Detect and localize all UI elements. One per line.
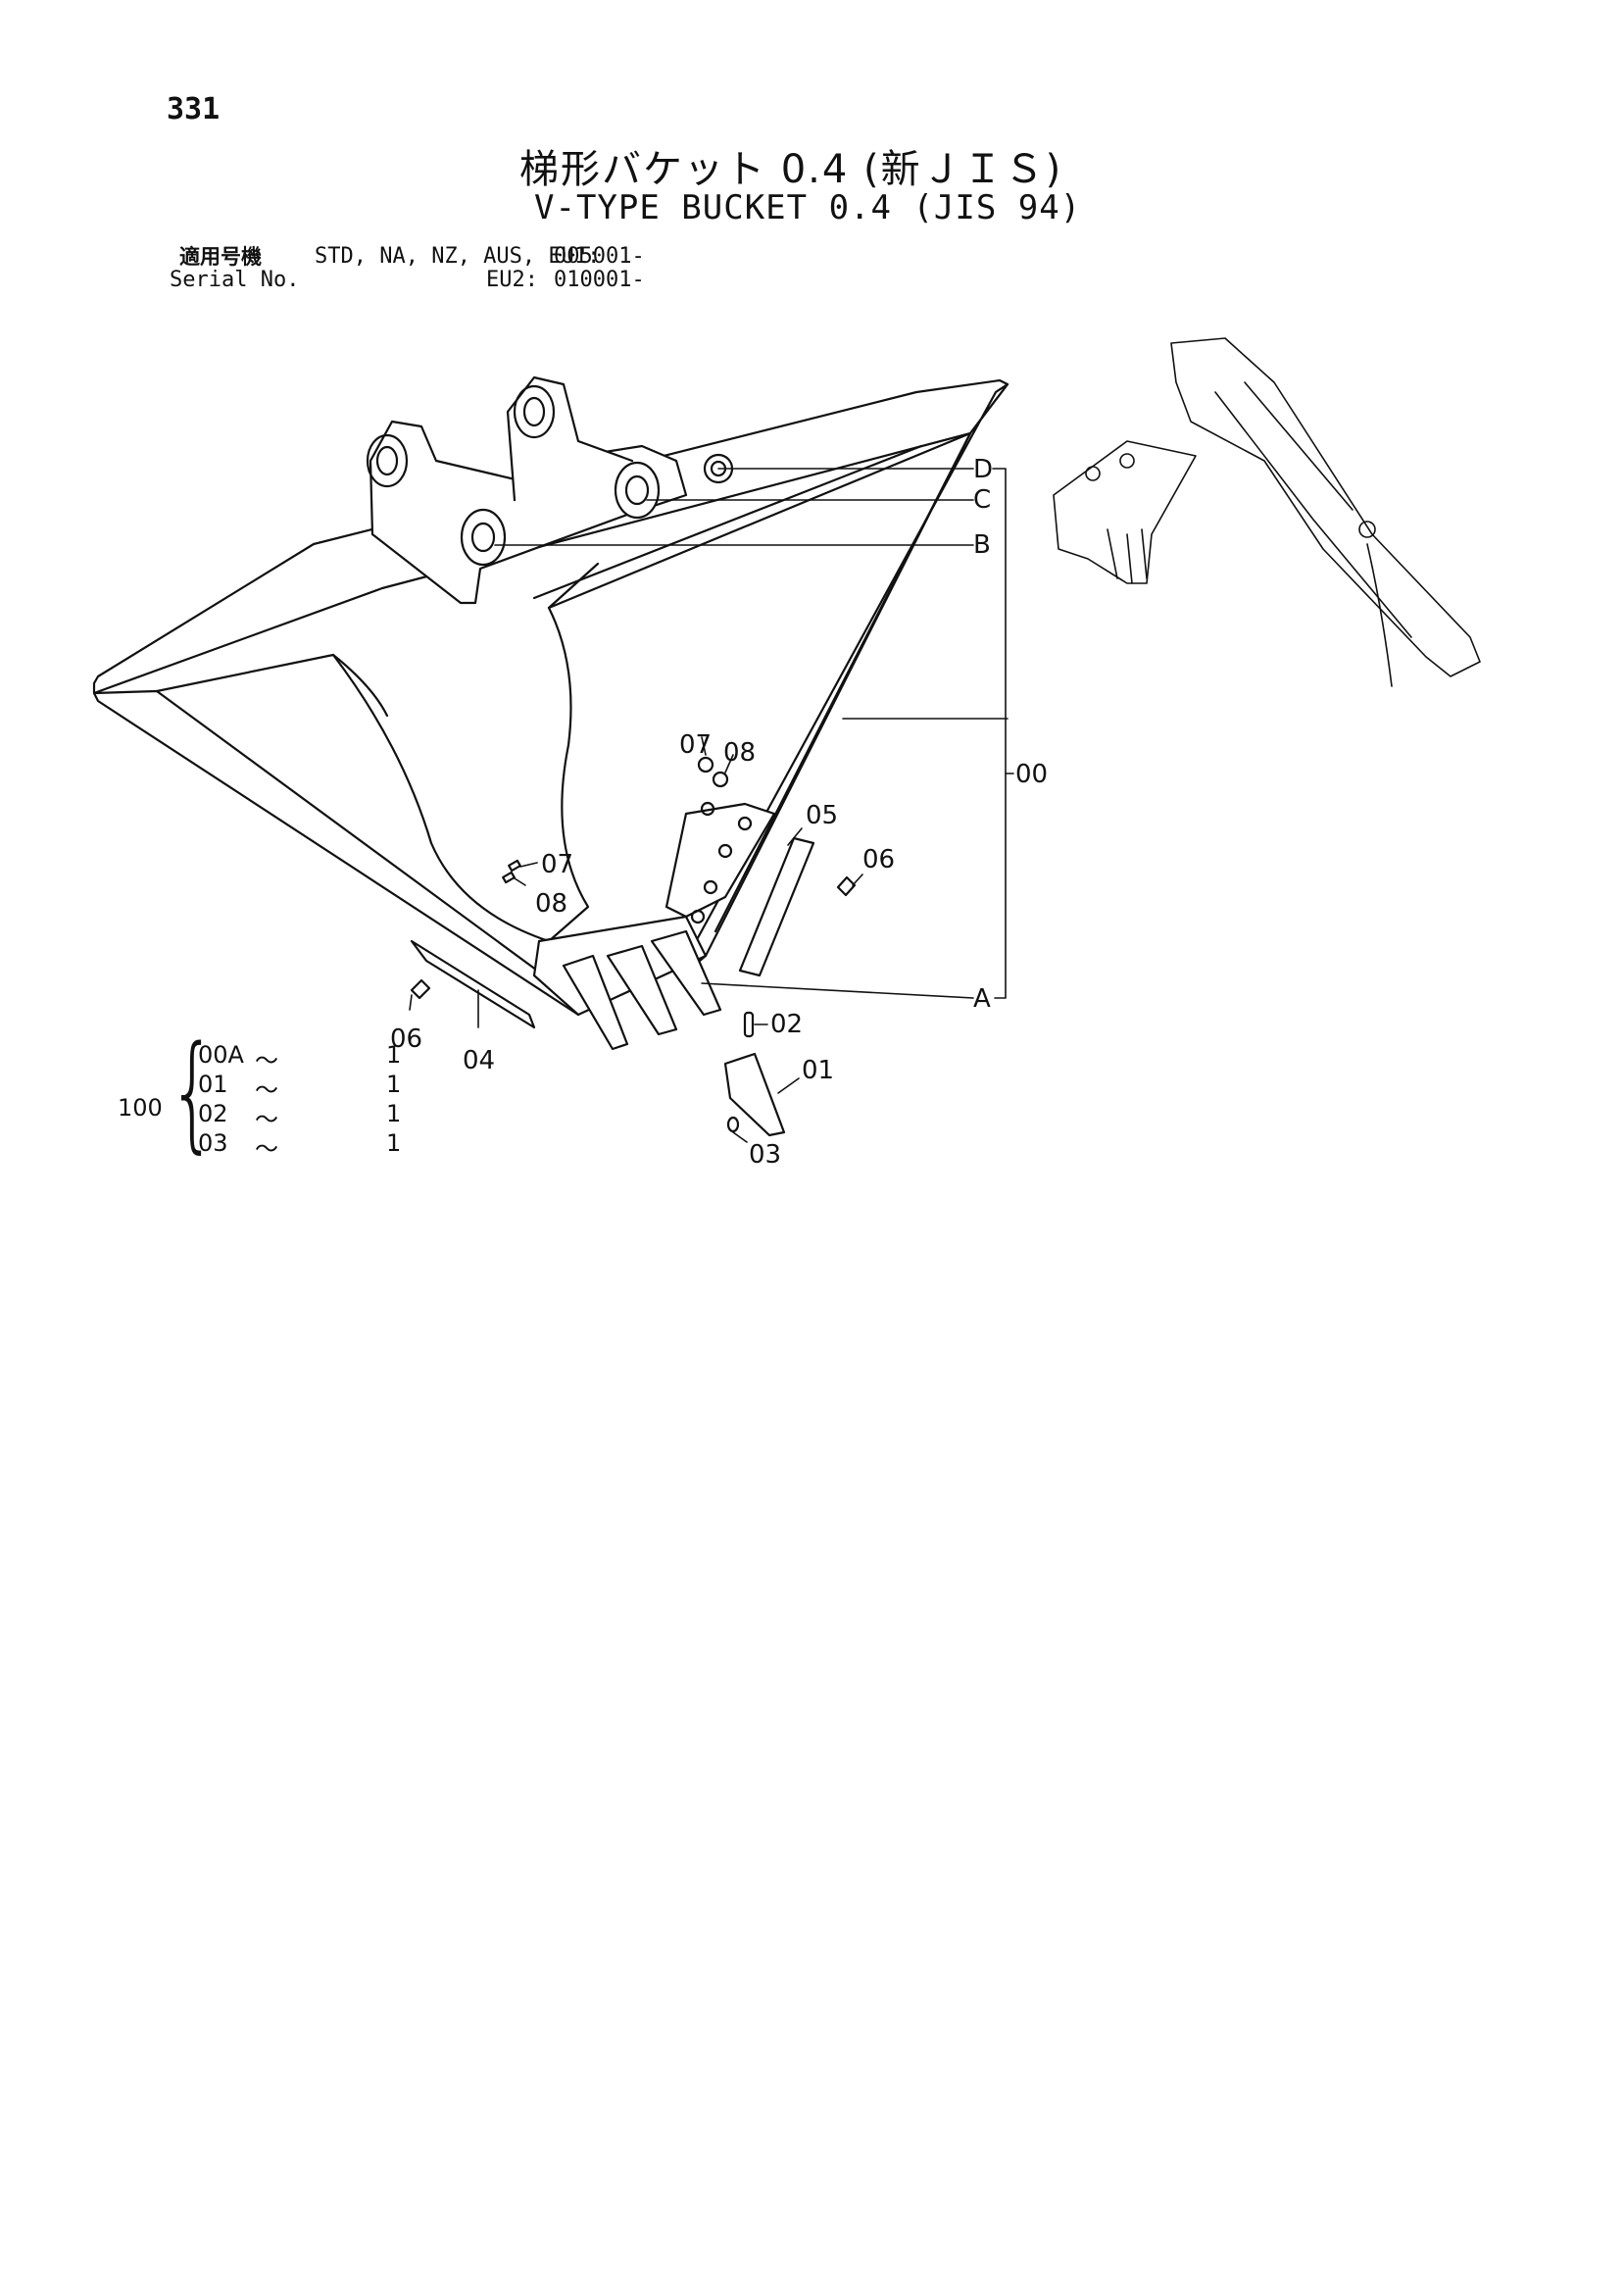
bolt-06-right [836, 875, 857, 897]
lock-03 [726, 1116, 740, 1133]
washer-08-left [502, 871, 516, 884]
serial-label-jp: 適用号機 [179, 245, 262, 269]
assembly-qty: 1 [386, 1129, 402, 1157]
leader-lines [409, 468, 1014, 1143]
callout-04: 04 [463, 1046, 495, 1075]
assembly-qty: 1 [386, 1041, 402, 1069]
callout-03: 03 [749, 1140, 781, 1170]
callout-07-left: 07 [541, 850, 573, 879]
callout-labels: D C B A 00 05 06 07 08 07 08 06 04 02 01… [390, 455, 1048, 1170]
serial-number-2: 010001- [554, 268, 645, 292]
assembly-range-symbol: ～ [255, 1106, 278, 1133]
assembly-qty: 1 [386, 1071, 402, 1098]
serial-models-2: EU2: [486, 268, 538, 292]
callout-06-right: 06 [862, 845, 895, 874]
bucket-body [92, 375, 1009, 1017]
loose-tooth-01 [723, 1052, 786, 1137]
title-english: V-TYPE BUCKET 0.4 (JIS 94) [534, 188, 1082, 227]
callout-08-left: 08 [535, 889, 567, 919]
side-cutter-left-04 [410, 939, 536, 1029]
nut-07-left [508, 859, 521, 873]
bucket-teeth [562, 929, 722, 1051]
callout-07-top: 07 [679, 730, 712, 760]
assembly-number: 100 [118, 1094, 163, 1122]
callout-D: D [973, 455, 993, 484]
pin-02 [743, 1011, 755, 1038]
callout-01: 01 [802, 1056, 834, 1085]
assembly-part: 01 [198, 1071, 228, 1098]
assembly-range-symbol: ～ [255, 1135, 278, 1163]
callout-B: B [973, 530, 991, 560]
assembly-range-symbol: ～ [255, 1047, 278, 1074]
side-cutter-right-05 [738, 836, 815, 977]
serial-label-en: Serial No. [170, 268, 300, 292]
callout-08-top: 08 [723, 738, 756, 768]
assembly-range-symbol: ～ [255, 1076, 278, 1104]
serial-models-1: STD, NA, NZ, AUS, EU1: [315, 244, 601, 269]
assembly-part: 03 [198, 1129, 228, 1157]
brace-symbol: { [169, 1020, 217, 1166]
serial-number-1: 005001- [554, 244, 645, 269]
page-number: 331 [167, 92, 221, 126]
callout-00: 00 [1015, 760, 1048, 789]
callout-C: C [973, 485, 991, 515]
assembly-part: 00A [198, 1041, 244, 1069]
nut-07-top [697, 756, 714, 774]
callout-06-left: 06 [390, 1024, 422, 1054]
washer-08-top [712, 771, 729, 788]
callout-05: 05 [806, 801, 838, 830]
title-japanese: 梯形バケット 0.4 (新ＪＩＳ) [519, 147, 1063, 192]
bolt-06-left [410, 978, 431, 1000]
assembly-qty: 1 [386, 1100, 402, 1127]
assembly-part: 02 [198, 1100, 228, 1127]
callout-02: 02 [770, 1010, 803, 1039]
excavator-arm-inset [1053, 337, 1481, 687]
callout-A: A [973, 984, 991, 1014]
